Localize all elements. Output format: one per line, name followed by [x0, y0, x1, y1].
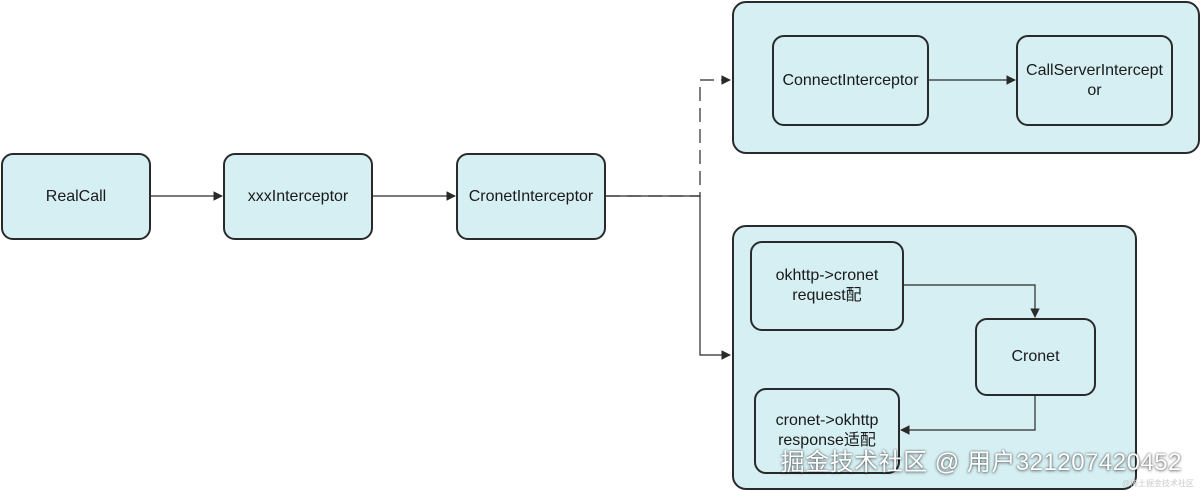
node-cronet-interceptor-label: CronetInterceptor [468, 187, 594, 205]
watermark-text: 掘金技术社区 @ 用户321207420452 [780, 449, 1182, 476]
node-cronet-label: Cronet [1011, 348, 1060, 365]
node-realcall: RealCall [1, 153, 151, 240]
edge-cronet-interceptor-to-network-dashed [606, 75, 731, 197]
watermark-small-text: @稀土掘金技术社区 [1121, 479, 1194, 488]
node-cronet-to-okhttp-label: cronet->okhttp response适配 [775, 412, 879, 449]
node-okhttp-to-cronet: okhttp->cronet request配 [750, 241, 904, 331]
node-xxx-interceptor: xxxInterceptor [223, 153, 373, 240]
edge-cronet-interceptor-to-adapter [606, 195, 731, 360]
node-connect-interceptor: ConnectInterceptor [772, 35, 929, 126]
node-cronet-interceptor: CronetInterceptor [456, 153, 606, 240]
edge-cronet-to-response-adapter [900, 395, 1036, 435]
node-okhttp-to-cronet-label: okhttp->cronet request配 [775, 267, 879, 304]
node-cronet: Cronet [975, 318, 1096, 396]
node-xxx-interceptor-label: xxxInterceptor [247, 187, 349, 205]
node-callserver-interceptor: CallServerIntercept or [1016, 35, 1173, 126]
node-connect-interceptor-label: ConnectInterceptor [782, 71, 919, 89]
node-cronet-to-okhttp: cronet->okhttp response适配 [754, 388, 900, 474]
node-realcall-label: RealCall [45, 187, 107, 205]
node-callserver-interceptor-label: CallServerIntercept or [1026, 61, 1163, 99]
edge-okhttp-to-cronet [903, 284, 1040, 318]
